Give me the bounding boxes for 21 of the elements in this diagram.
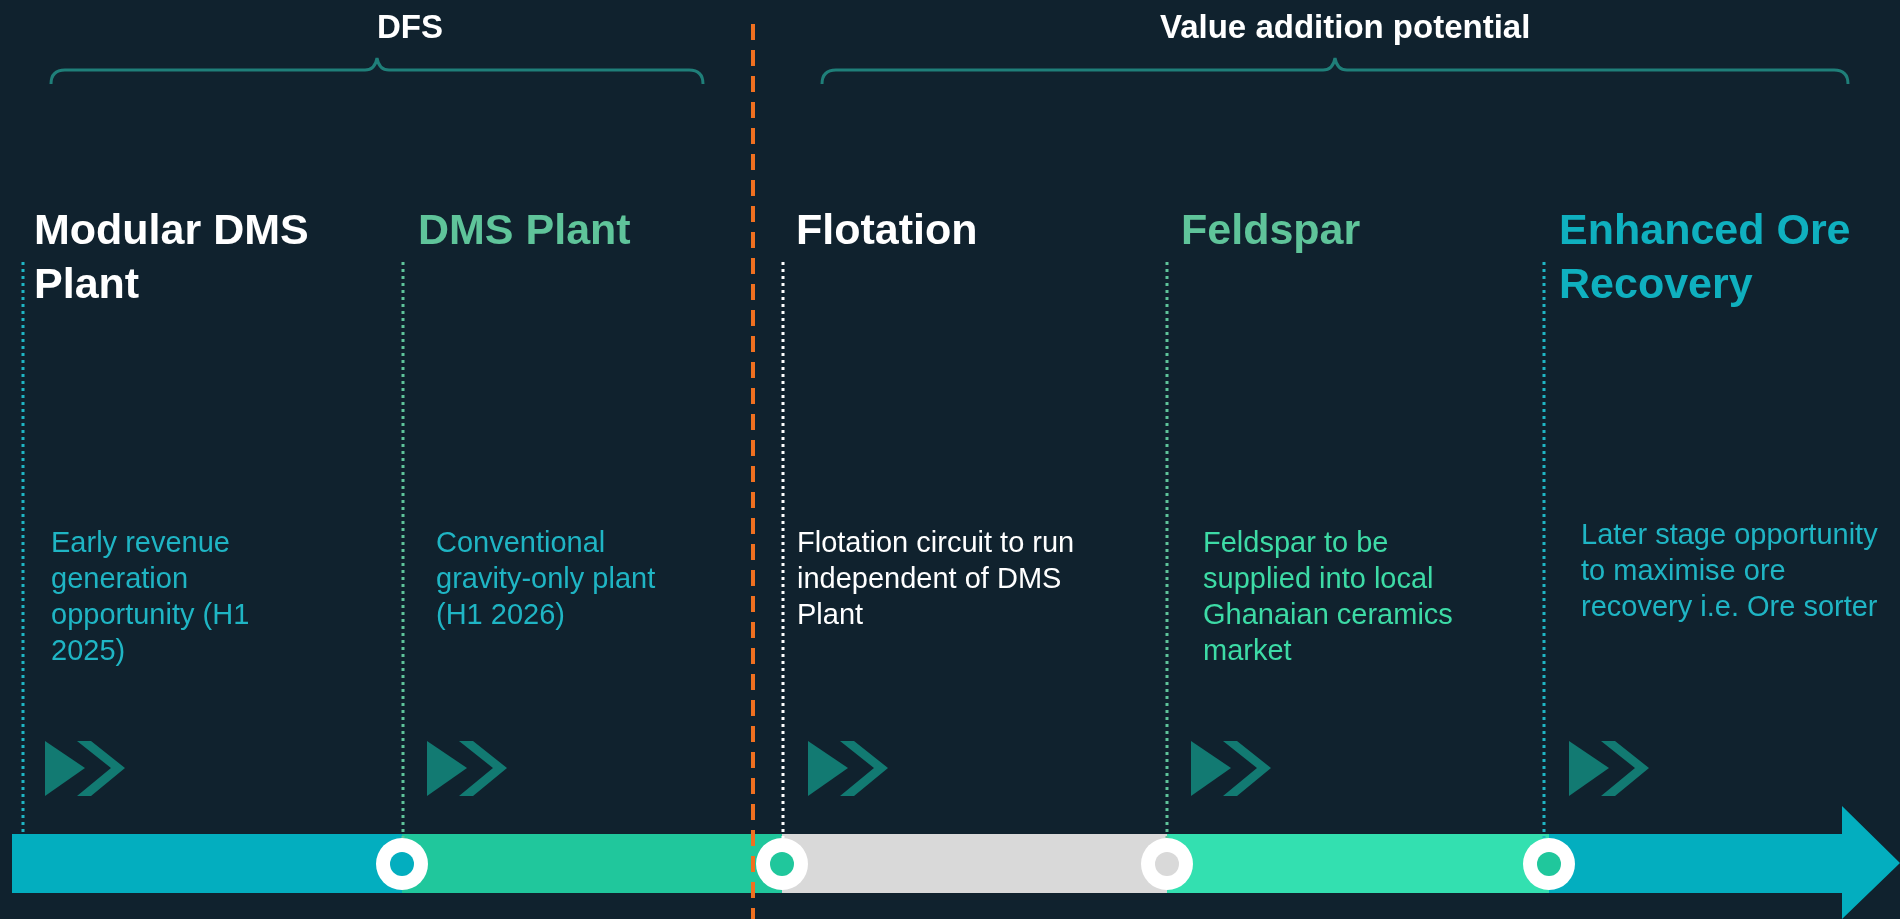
dotted-line — [401, 262, 405, 838]
milestone-marker — [376, 838, 428, 890]
section-heading: DFS — [377, 8, 443, 46]
stage-heading: Flotation — [796, 204, 979, 255]
stage-heading: Enhanced Ore Recovery — [1559, 204, 1852, 309]
stage-description: Feldspar to be supplied into local Ghanaian ceramics market — [1203, 525, 1454, 668]
dotted-line — [781, 262, 785, 838]
stage-heading: DMS Plant — [418, 204, 632, 255]
stage-description: Conventional gravity-only plant (H1 2026) — [436, 525, 657, 632]
dotted-line — [21, 262, 25, 834]
milestone-marker — [1141, 838, 1193, 890]
stage-description: Later stage opportunity to maximise ore recovery i.e. Ore sorter — [1581, 517, 1879, 624]
stage-description: Flotation circuit to run independent of DMS Plant — [797, 525, 1076, 632]
section-heading: Value addition potential — [1160, 8, 1531, 46]
milestone-marker — [756, 838, 808, 890]
dotted-line — [1165, 262, 1169, 838]
stage-description: Early revenue generation opportunity (H1 2025) — [51, 525, 251, 668]
stage-heading: Feldspar — [1181, 204, 1362, 255]
stage-heading: Modular DMS Plant — [34, 204, 310, 309]
dotted-line — [1542, 262, 1546, 838]
milestone-marker — [1523, 838, 1575, 890]
